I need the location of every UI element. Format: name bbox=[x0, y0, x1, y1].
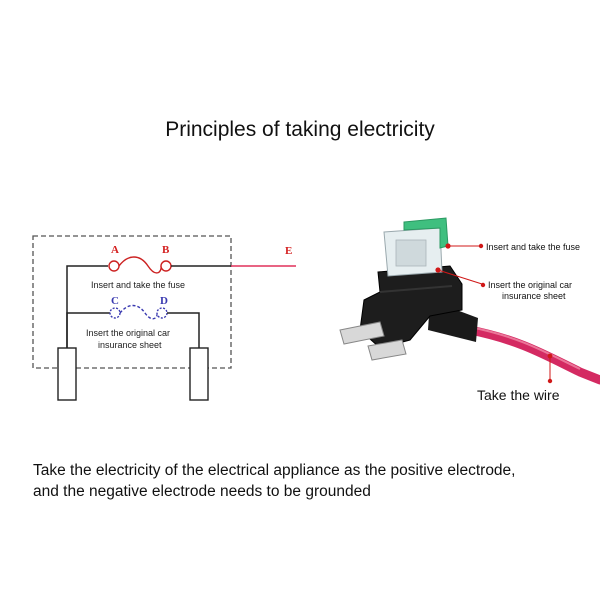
sheet-label-line1: Insert the original car bbox=[86, 328, 170, 338]
label-d: D bbox=[160, 295, 168, 307]
callout-sheet-dot-end bbox=[480, 282, 486, 288]
caption: Take the electricity of the electrical a… bbox=[33, 460, 593, 502]
callout-fuse-dot-end bbox=[478, 243, 484, 249]
terminal-d bbox=[156, 307, 168, 319]
slot-symbol bbox=[119, 304, 158, 320]
blade-terminal-left bbox=[57, 347, 77, 401]
callout-wire-text: Take the wire bbox=[477, 387, 560, 403]
label-e: E bbox=[285, 245, 292, 257]
fuse-symbol bbox=[118, 256, 162, 274]
callout-fuse-dot bbox=[445, 243, 451, 249]
fuse-tap-illustration: Insert and take the fuse Insert the orig… bbox=[339, 217, 600, 403]
terminal-a bbox=[108, 260, 120, 272]
callout-sheet-dot bbox=[435, 267, 441, 273]
wire-lower-right bbox=[167, 312, 200, 348]
callout-fuse-text: Insert and take the fuse bbox=[486, 242, 580, 252]
label-a: A bbox=[111, 244, 119, 256]
blade-left bbox=[339, 321, 385, 345]
fuse-green-cap bbox=[403, 217, 449, 249]
callout-sheet-line bbox=[437, 269, 483, 285]
wire-lower-left bbox=[66, 312, 110, 348]
sheet-label-line2: insurance sheet bbox=[98, 340, 162, 350]
fuse-label: Insert and take the fuse bbox=[91, 280, 185, 290]
terminal-b bbox=[160, 260, 172, 272]
callout-sheet-text-1: Insert the original car bbox=[488, 280, 572, 290]
blade-right bbox=[367, 339, 407, 361]
wire-cable bbox=[465, 325, 600, 385]
callout-wire-dot-end bbox=[547, 378, 553, 384]
circuit-schematic: A B E Insert and take the fuse C D Inser… bbox=[32, 235, 296, 401]
terminal-c bbox=[109, 307, 121, 319]
dashed-boundary bbox=[32, 235, 232, 369]
callout-sheet-text-2: insurance sheet bbox=[502, 291, 566, 301]
caption-line-2: and the negative electrode needs to be g… bbox=[33, 483, 371, 500]
fuse-window bbox=[395, 239, 427, 267]
housing-ridge bbox=[379, 285, 453, 293]
label-b: B bbox=[162, 244, 170, 256]
caption-line-1: Take the electricity of the electrical a… bbox=[33, 462, 516, 479]
page-title: Principles of taking electricity bbox=[165, 118, 435, 141]
label-c: C bbox=[111, 295, 119, 307]
callout-wire-dot bbox=[547, 353, 553, 359]
wire-highlight bbox=[469, 326, 581, 370]
blade-terminal-right bbox=[189, 347, 209, 401]
